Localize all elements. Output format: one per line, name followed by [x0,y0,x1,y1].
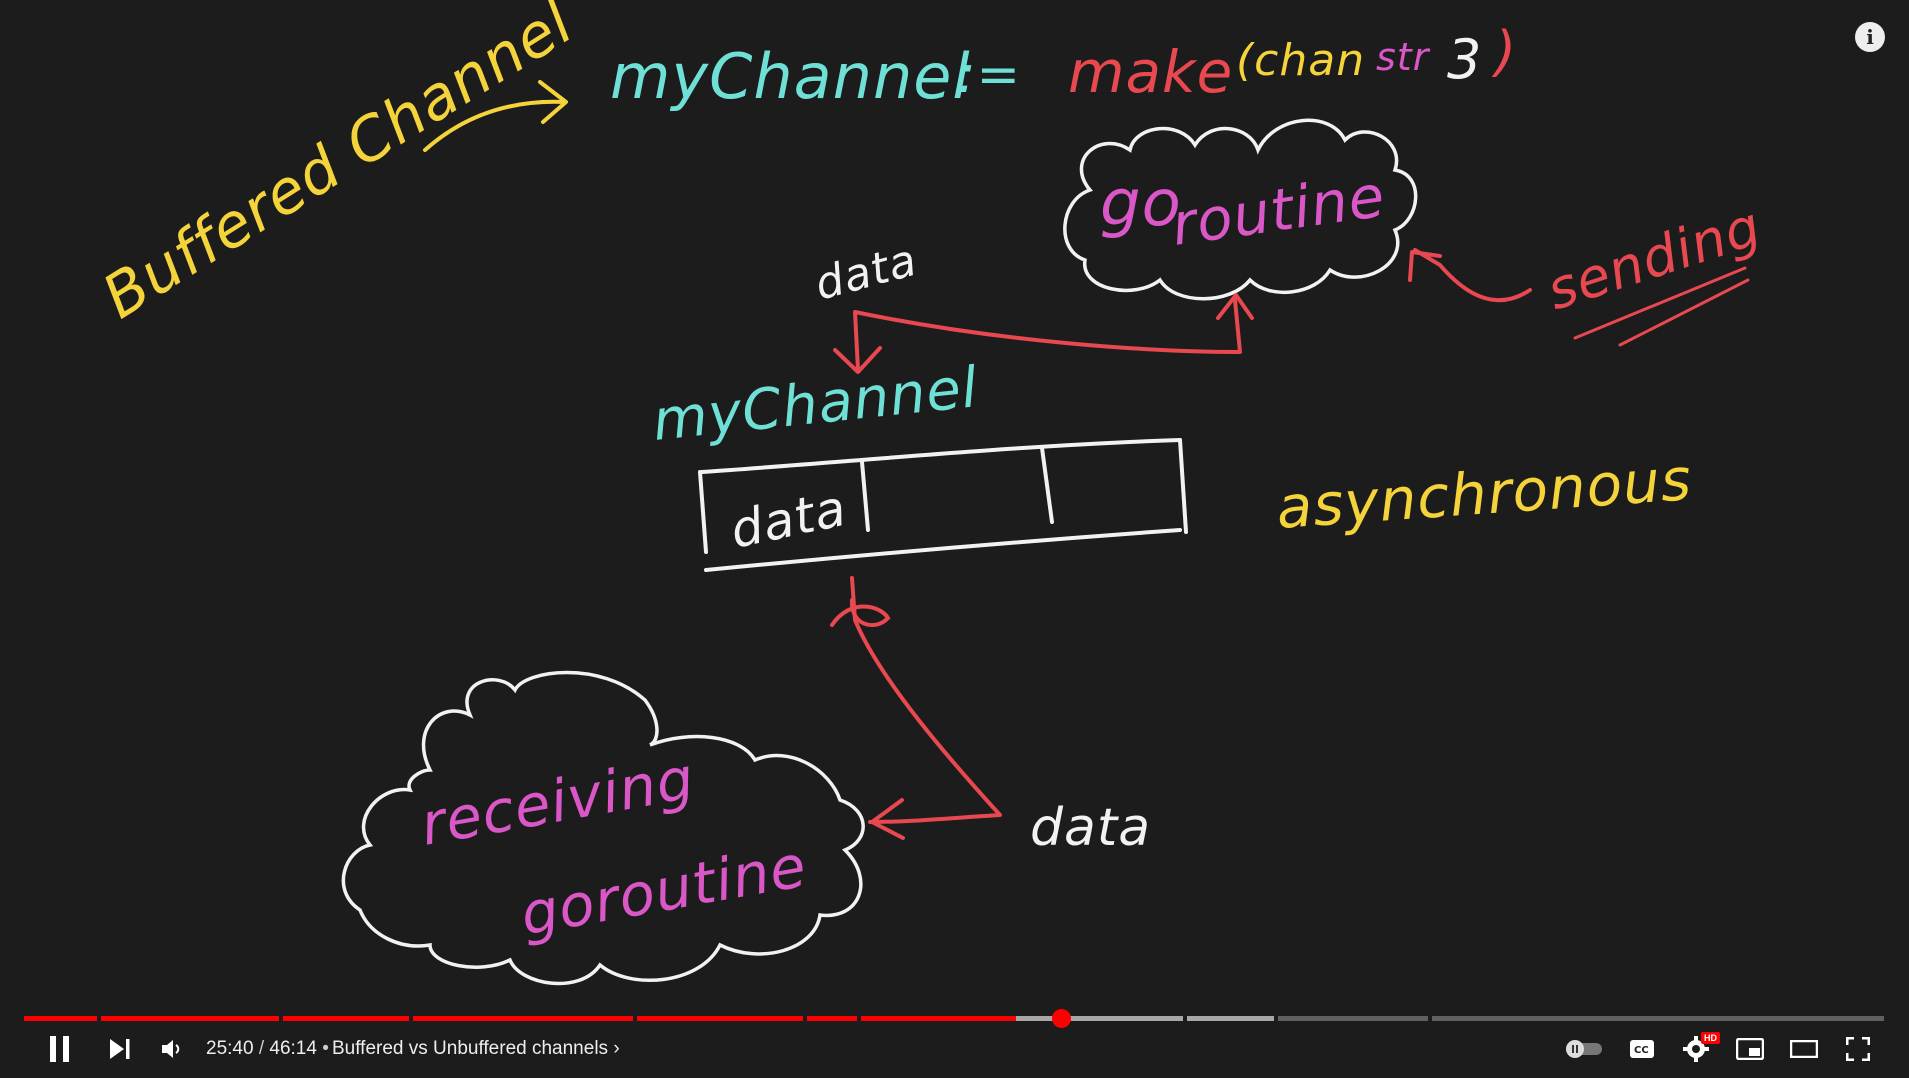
data-bottom-label: data [1030,798,1151,858]
buffered-channel-label: Buffered Channel [91,0,586,333]
captions-icon[interactable]: CC [1622,1024,1662,1074]
progress-bar[interactable] [24,1009,1884,1028]
current-time: 25:40 [206,1038,254,1059]
chapter-title[interactable]: Buffered vs Unbuffered channels › [332,1038,620,1060]
code-var: myChannel [610,40,971,113]
receiving-goroutine-cloud [341,670,865,986]
settings-gear-icon[interactable]: HD [1676,1024,1720,1074]
send-path [853,298,1242,372]
duration: 46:14 [269,1038,317,1059]
autoplay-toggle-icon[interactable] [1562,1024,1606,1074]
code-make: make [1068,38,1233,106]
miniplayer-icon[interactable] [1730,1024,1770,1074]
fullscreen-icon[interactable] [1838,1024,1878,1074]
hd-badge: HD [1701,1032,1720,1044]
next-icon[interactable] [100,1024,140,1074]
chevron-right-icon: › [613,1038,620,1059]
time-display: 25:40 / 46:14 • [206,1038,329,1059]
code-close: ) [1491,20,1517,83]
yellow-arrow [423,99,567,152]
top-goroutine-cloud [1063,118,1418,301]
receive-path [850,576,1002,824]
svg-text:CC: CC [1634,1045,1649,1056]
async-label: asynchronous [1274,445,1694,542]
code-size: 3 [1447,28,1482,91]
slot-data: data [725,479,851,560]
top-goroutine-go: go [1100,167,1182,241]
player-controls: 25:40 / 46:14 • Buffered vs Unbuffered c… [0,1024,1909,1078]
sending-label: sending [1540,194,1769,322]
theater-mode-icon[interactable] [1784,1024,1824,1074]
top-goroutine-routine: routine [1167,162,1389,259]
progress-scrubber[interactable] [1052,1009,1071,1028]
channel-label: myChannel [650,355,982,454]
sending-arrow [1413,248,1532,303]
volume-icon[interactable] [152,1024,192,1074]
channel-buffer [698,438,1188,572]
pause-icon[interactable] [40,1024,80,1074]
code-op: := [958,45,1021,105]
data-top-label: data [810,235,923,311]
code-chan: (chan [1236,35,1365,86]
code-str: str [1376,35,1431,79]
info-icon[interactable]: i [1855,22,1885,52]
video-title: Buffered vs Unbuffered channels [332,1038,609,1059]
receiving-line1: receiving [416,744,700,859]
receiving-line2: goroutine [516,832,812,949]
